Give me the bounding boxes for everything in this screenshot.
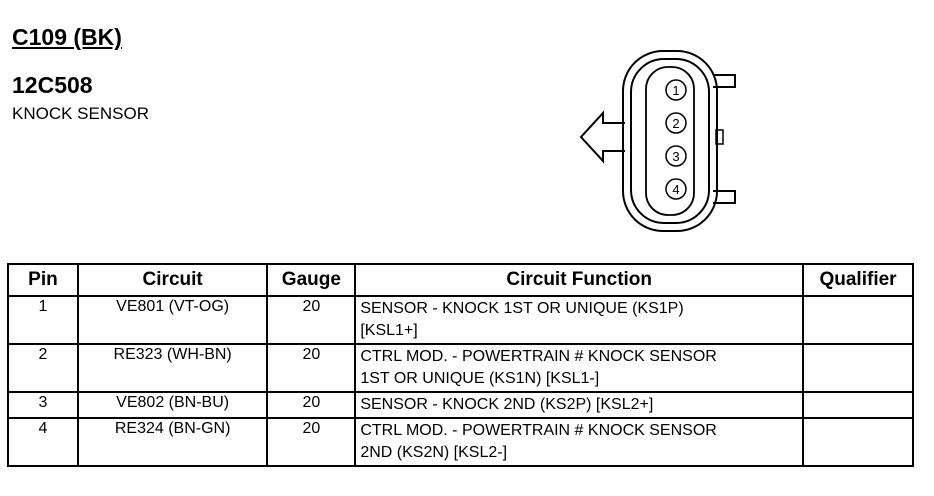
cell-pin: 1 [7, 295, 79, 345]
connector-housing-outer [622, 50, 718, 232]
connector-diagram: 1 2 3 4 [579, 50, 736, 232]
pin-2-label: 2 [672, 116, 679, 131]
pinout-table: Pin Circuit Gauge Circuit Function Quali… [7, 263, 914, 467]
cell-gauge: 20 [266, 391, 357, 419]
cell-qualifier [802, 391, 914, 419]
header-gauge: Gauge [266, 263, 357, 297]
table-header-row: Pin Circuit Gauge Circuit Function Quali… [7, 263, 914, 297]
table-row: 1 VE801 (VT-OG) 20 SENSOR - KNOCK 1ST OR… [7, 295, 914, 345]
cell-circuit: VE802 (BN-BU) [76, 391, 269, 419]
header-circuit: Circuit [76, 263, 269, 297]
pin-4-label: 4 [672, 182, 679, 197]
cell-pin: 2 [7, 343, 79, 393]
pin-3-label: 3 [672, 149, 679, 164]
locking-tab-bottom [713, 190, 736, 204]
pin-1: 1 [665, 79, 687, 101]
mating-arrow-icon [579, 110, 625, 164]
connector-id: C109 (BK) [12, 24, 122, 50]
cell-pin: 4 [7, 417, 79, 467]
table-row: 3 VE802 (BN-BU) 20 SENSOR - KNOCK 2ND (K… [7, 391, 914, 419]
cell-gauge: 20 [266, 295, 357, 345]
cell-circuit-function: CTRL MOD. - POWERTRAIN # KNOCK SENSOR 1ST… [354, 343, 805, 393]
cell-circuit: RE323 (WH-BN) [76, 343, 269, 393]
cell-circuit: VE801 (VT-OG) [76, 295, 269, 345]
connector-housing-inner [630, 58, 710, 224]
part-number: 12C508 [12, 72, 93, 98]
table-row: 2 RE323 (WH-BN) 20 CTRL MOD. - POWERTRAI… [7, 343, 914, 393]
function-line-1: CTRL MOD. - POWERTRAIN # KNOCK SENSOR [360, 348, 717, 365]
cell-qualifier [802, 295, 914, 345]
pin-1-label: 1 [672, 83, 679, 98]
cell-qualifier [802, 343, 914, 393]
header-circuit-function: Circuit Function [354, 263, 805, 297]
function-line-2: [KSL1+] [360, 322, 418, 339]
cell-circuit-function: CTRL MOD. - POWERTRAIN # KNOCK SENSOR 2ND… [354, 417, 805, 467]
cell-gauge: 20 [266, 417, 357, 467]
function-line-1: SENSOR - KNOCK 2ND (KS2P) [KSL2+] [360, 396, 654, 413]
pin-cavity-area [645, 66, 695, 216]
cell-circuit-function: SENSOR - KNOCK 1ST OR UNIQUE (KS1P) [KSL1… [354, 295, 805, 345]
cell-circuit-function: SENSOR - KNOCK 2ND (KS2P) [KSL2+] [354, 391, 805, 419]
header-pin: Pin [7, 263, 79, 297]
header-qualifier: Qualifier [802, 263, 914, 297]
component-name: KNOCK SENSOR [12, 104, 149, 123]
cell-pin: 3 [7, 391, 79, 419]
table-row: 4 RE324 (BN-GN) 20 CTRL MOD. - POWERTRAI… [7, 417, 914, 467]
function-line-1: SENSOR - KNOCK 1ST OR UNIQUE (KS1P) [360, 300, 684, 317]
pin-2: 2 [665, 112, 687, 134]
cell-circuit: RE324 (BN-GN) [76, 417, 269, 467]
function-line-2: 1ST OR UNIQUE (KS1N) [KSL1-] [360, 370, 600, 387]
pin-4: 4 [665, 178, 687, 200]
cell-gauge: 20 [266, 343, 357, 393]
locking-tab-top [713, 74, 736, 88]
cell-qualifier [802, 417, 914, 467]
pin-3: 3 [665, 145, 687, 167]
function-line-1: CTRL MOD. - POWERTRAIN # KNOCK SENSOR [360, 422, 717, 439]
function-line-2: 2ND (KS2N) [KSL2-] [360, 444, 508, 461]
